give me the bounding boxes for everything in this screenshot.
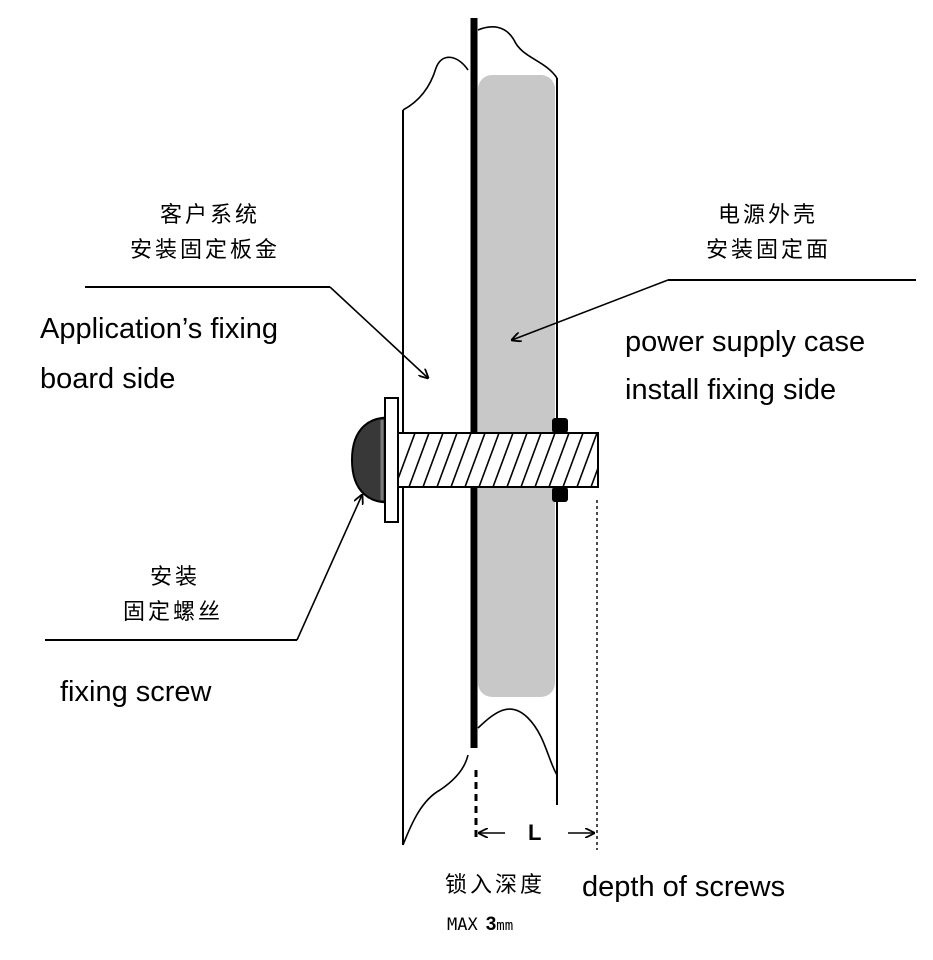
thread-line — [422, 433, 444, 487]
screw-washer — [384, 397, 399, 523]
thread-line — [450, 433, 472, 487]
thread-line — [506, 433, 528, 487]
thread-line — [492, 433, 514, 487]
thread-line — [436, 433, 458, 487]
depth-max-prefix: MAX — [447, 915, 478, 935]
dimension-letter: L — [528, 820, 542, 845]
depth-max-value: 3 — [485, 914, 497, 935]
thread-line — [534, 433, 556, 487]
screw-leader — [45, 495, 362, 641]
thread-line — [464, 433, 486, 487]
case-label-cn-line1: 电源外壳 — [718, 203, 819, 228]
depth-max-label: MAX 3mm — [447, 914, 513, 937]
case-label-cn-line2: 安装固定面 — [706, 238, 832, 263]
depth-max-unit: mm — [496, 918, 514, 934]
power-supply-case — [478, 75, 555, 697]
thread-line — [605, 433, 625, 487]
depth-label-en: depth of screws — [582, 871, 786, 903]
nut-bottom — [552, 487, 568, 502]
board-label-en-line2: board side — [40, 363, 176, 395]
fixing-screw — [350, 397, 625, 523]
thread-line — [562, 433, 584, 487]
screw-label-cn-line2: 固定螺丝 — [123, 600, 224, 625]
screw-label-en: fixing screw — [60, 676, 212, 708]
thread-line — [478, 433, 500, 487]
screw-label-cn-line1: 安装 — [150, 565, 201, 590]
nut-top — [552, 418, 568, 433]
board-label-en-line1: Application’s fixing — [40, 313, 279, 345]
thread-line — [576, 433, 598, 487]
board-label-cn-line2: 安装固定板金 — [130, 238, 281, 263]
screw-threads — [398, 433, 625, 487]
thread-line — [548, 433, 570, 487]
case-label-en-line2: install fixing side — [625, 374, 837, 406]
case-leader — [512, 279, 916, 340]
case-label-en-line1: power supply case — [625, 326, 866, 358]
thread-line — [520, 433, 542, 487]
thread-line — [408, 433, 430, 487]
board-label-cn-line1: 客户系统 — [160, 203, 261, 228]
thread-line — [590, 465, 598, 487]
screw-shank — [397, 432, 599, 488]
board-leader — [85, 286, 428, 378]
thread-line — [398, 433, 416, 482]
depth-label-cn: 锁入深度 — [445, 873, 546, 898]
